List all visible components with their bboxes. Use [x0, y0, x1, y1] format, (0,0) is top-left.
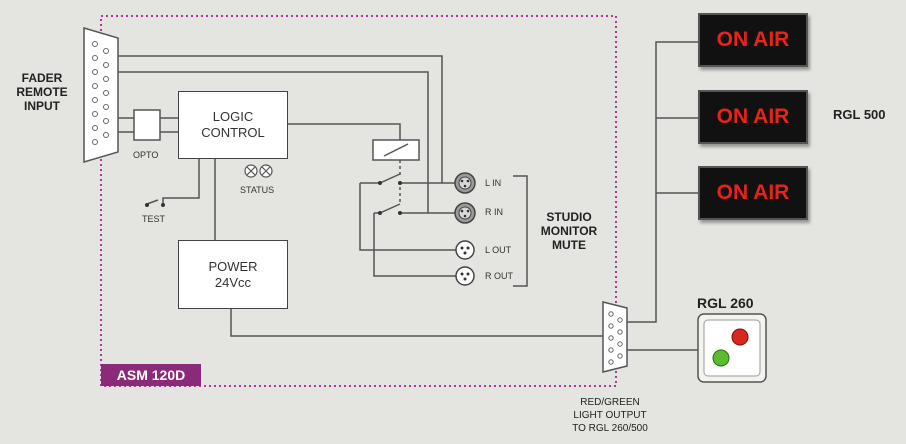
- output-caption-line2: LIGHT OUTPUT: [573, 410, 647, 421]
- power-line1: POWER: [208, 258, 258, 274]
- asm-120d-label: ASM 120D: [101, 364, 201, 386]
- studio-line3: MUTE: [552, 238, 586, 252]
- r-in-label: R IN: [485, 207, 503, 217]
- red-led: [731, 328, 749, 346]
- fader-line2: REMOTE: [16, 85, 68, 99]
- xlr-connector-l-out: [455, 240, 475, 260]
- test-switch-contact: [145, 203, 149, 207]
- fader-line3: INPUT: [24, 99, 60, 113]
- fader-remote-input-label: FADER REMOTE INPUT: [12, 71, 72, 113]
- power-line2: 24Vcc: [214, 274, 252, 290]
- status-label: STATUS: [240, 185, 275, 195]
- output-db-connector: [602, 301, 628, 373]
- fader-db-connector: [83, 26, 119, 164]
- on-air-panel-1: ON AIR: [698, 13, 808, 67]
- xlr-connector-r-in: [454, 202, 476, 224]
- rgl260-label: RGL 260: [697, 295, 754, 311]
- status-leds: [244, 164, 273, 178]
- studio-monitor-mute-label: STUDIO MONITOR MUTE: [534, 210, 604, 252]
- logic-control-line2: CONTROL: [201, 125, 265, 140]
- r-out-label: R OUT: [485, 271, 513, 281]
- rgl260-unit: [697, 313, 767, 383]
- fader-line1: FADER: [21, 71, 63, 85]
- studio-line2: MONITOR: [540, 224, 598, 238]
- on-air-panel-3: ON AIR: [698, 166, 808, 220]
- opto-box: [133, 109, 161, 141]
- studio-line1: STUDIO: [546, 210, 592, 224]
- logic-control-box: LOGIC CONTROL: [178, 91, 288, 159]
- l-out-label: L OUT: [485, 245, 512, 255]
- asm-device-frame: [100, 15, 617, 387]
- logic-control-line1: LOGIC: [212, 109, 254, 124]
- xlr-connector-l-in: [454, 172, 476, 194]
- output-caption-line1: RED/GREEN: [580, 397, 640, 408]
- xlr-connector-r-out: [455, 266, 475, 286]
- green-led: [712, 349, 730, 367]
- output-caption: RED/GREEN LIGHT OUTPUT TO RGL 260/500: [555, 396, 665, 435]
- on-air-panel-2: ON AIR: [698, 90, 808, 144]
- power-box: POWER 24Vcc: [178, 240, 288, 309]
- opto-label: OPTO: [133, 150, 159, 160]
- test-switch-contact: [161, 203, 165, 207]
- test-label: TEST: [142, 214, 166, 224]
- l-in-label: L IN: [485, 178, 502, 188]
- output-caption-line3: TO RGL 260/500: [572, 423, 648, 434]
- rgl500-label: RGL 500: [833, 107, 886, 122]
